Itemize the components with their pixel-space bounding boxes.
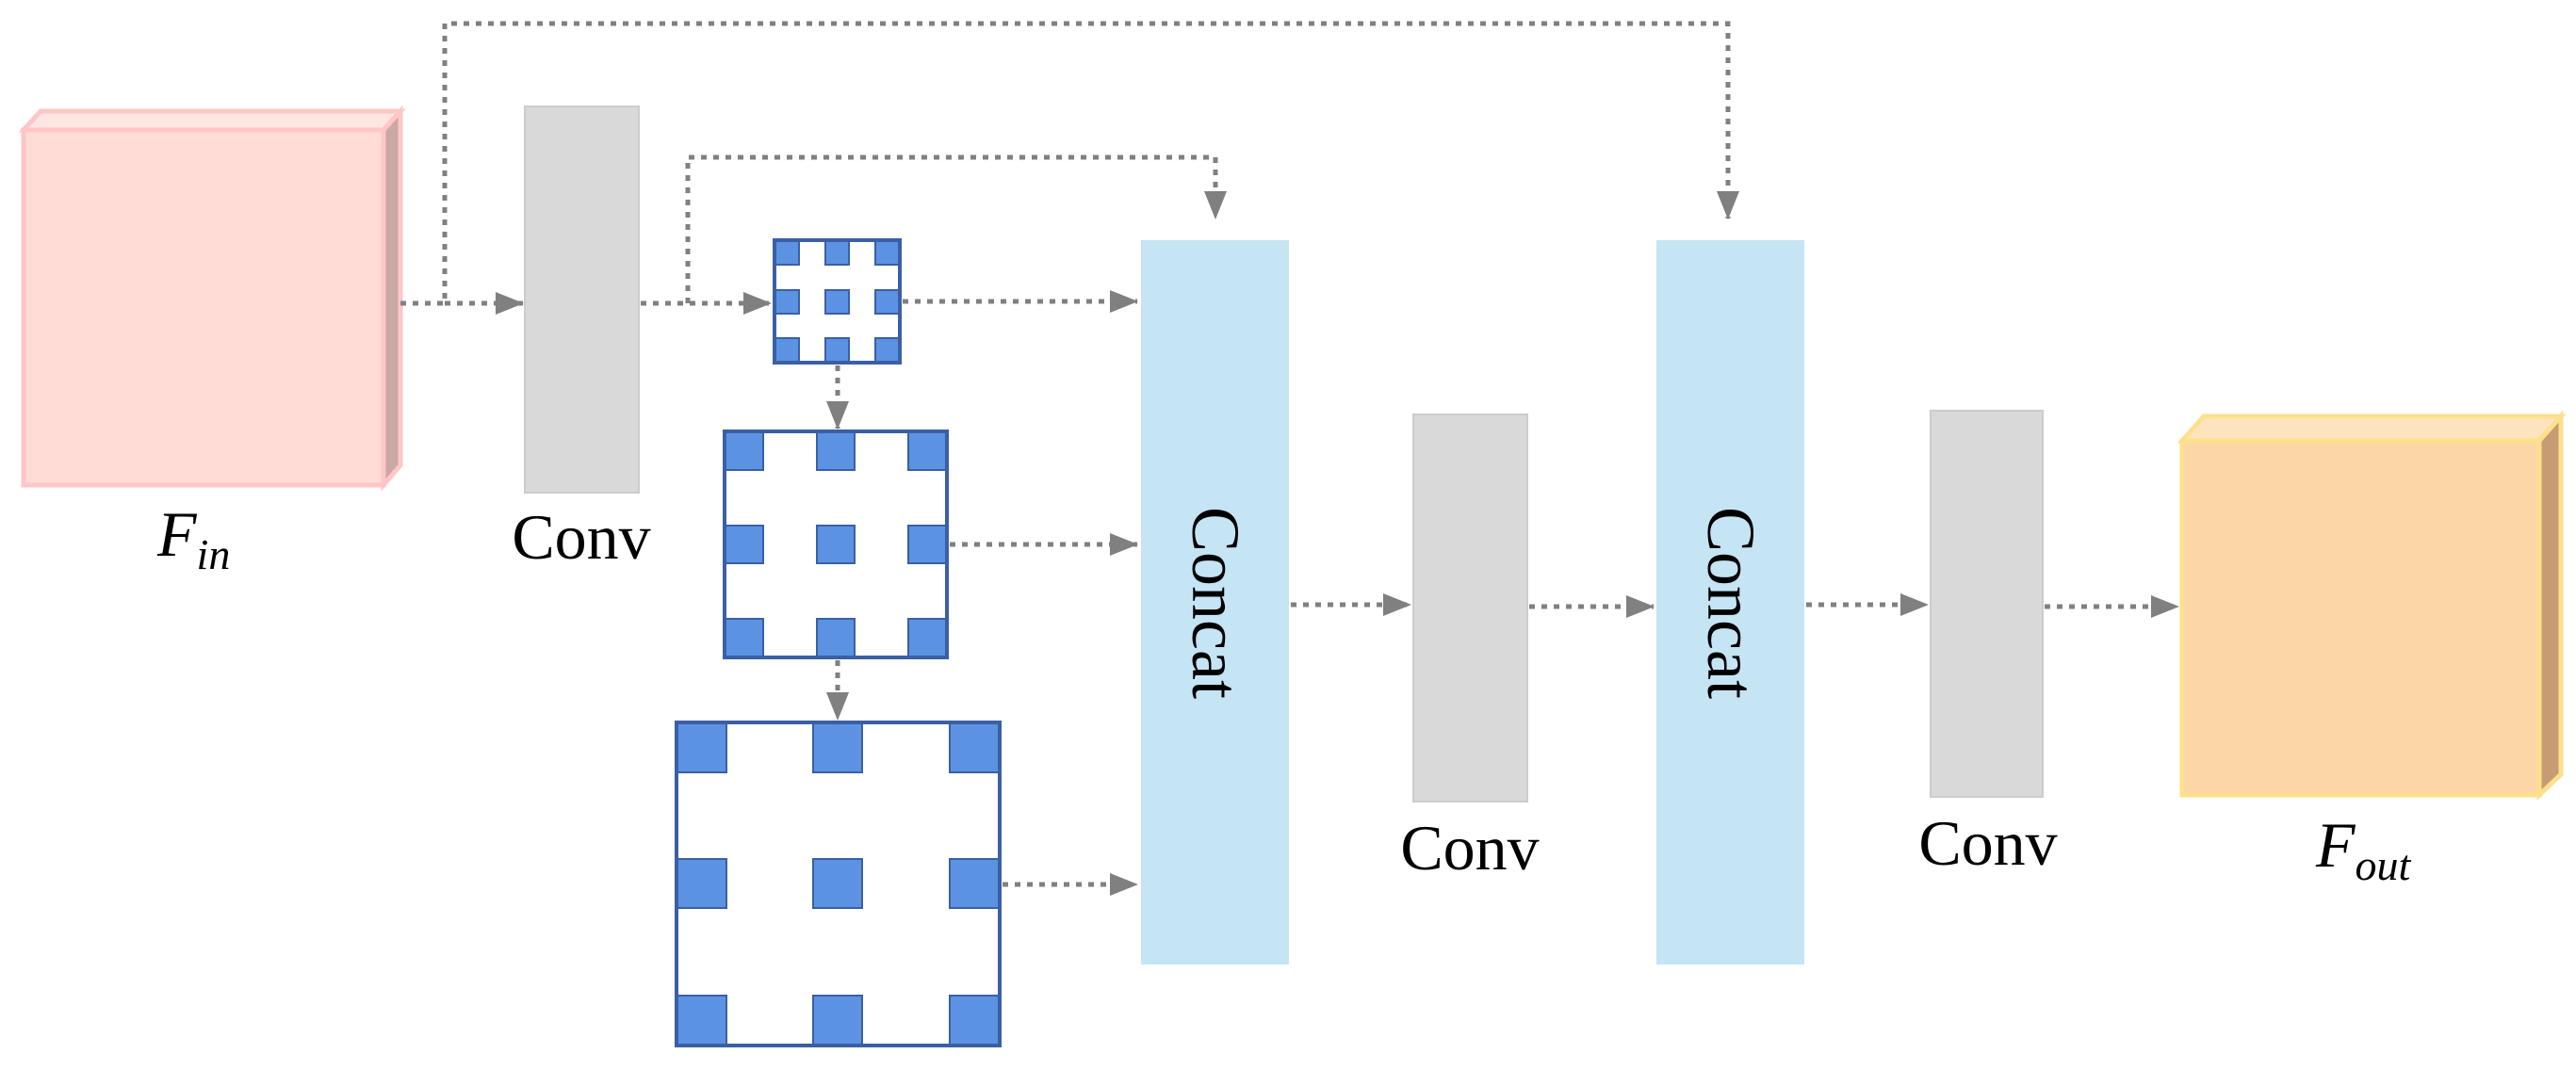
kernel-cell bbox=[949, 858, 1000, 909]
conv-block-1 bbox=[524, 105, 640, 494]
kernel-cell bbox=[874, 289, 900, 315]
concat-label-2: Concat bbox=[1693, 507, 1769, 699]
concat-block-1 bbox=[1141, 240, 1289, 965]
kernel-cell bbox=[725, 525, 764, 564]
kernel-cell bbox=[949, 995, 1000, 1046]
kernel-cell bbox=[874, 240, 900, 266]
kernel-cell bbox=[774, 337, 800, 363]
skip-connection-conv1-to-concat1 bbox=[685, 154, 1227, 303]
kernel-cell bbox=[816, 431, 856, 471]
kernel-cell bbox=[812, 722, 863, 773]
conv-label-3: Conv bbox=[1918, 807, 2057, 879]
kernel-cell bbox=[949, 722, 1000, 773]
kernel-cell bbox=[812, 995, 863, 1046]
kernel-cell bbox=[725, 618, 764, 657]
kernel-cell bbox=[812, 858, 863, 909]
kernel-cell bbox=[774, 289, 800, 315]
dilated-kernel-medium bbox=[723, 430, 949, 659]
kernel-cell bbox=[677, 995, 727, 1046]
kernel-cell bbox=[907, 618, 947, 657]
output-label: Fout bbox=[2315, 809, 2412, 889]
kernel-cell bbox=[874, 337, 900, 363]
input-label: Fin bbox=[156, 498, 230, 578]
input-feature-block bbox=[18, 105, 406, 492]
kernel-cell bbox=[907, 525, 947, 564]
concat-label-1: Concat bbox=[1178, 507, 1253, 699]
kernel-cell bbox=[774, 240, 800, 266]
kernel-cell bbox=[677, 722, 727, 773]
kernel-cell bbox=[824, 289, 850, 315]
conv-block-2 bbox=[1412, 413, 1528, 802]
kernel-cell bbox=[725, 431, 764, 471]
conv-label-2: Conv bbox=[1400, 812, 1539, 884]
output-feature-block bbox=[2177, 410, 2567, 801]
kernel-cell bbox=[824, 240, 850, 266]
kernel-cell bbox=[824, 337, 850, 363]
kernel-cell bbox=[816, 618, 856, 657]
dilated-kernel-small bbox=[773, 238, 902, 365]
kernel-cell bbox=[907, 431, 947, 471]
conv-block-3 bbox=[1930, 410, 2044, 798]
kernel-cell bbox=[677, 858, 727, 909]
kernel-cell bbox=[816, 525, 856, 564]
dilated-kernel-large bbox=[675, 721, 1002, 1047]
concat-block-2 bbox=[1656, 240, 1804, 965]
conv-label-1: Conv bbox=[512, 501, 650, 573]
skip-connection-input-to-concat2 bbox=[400, 21, 1739, 306]
